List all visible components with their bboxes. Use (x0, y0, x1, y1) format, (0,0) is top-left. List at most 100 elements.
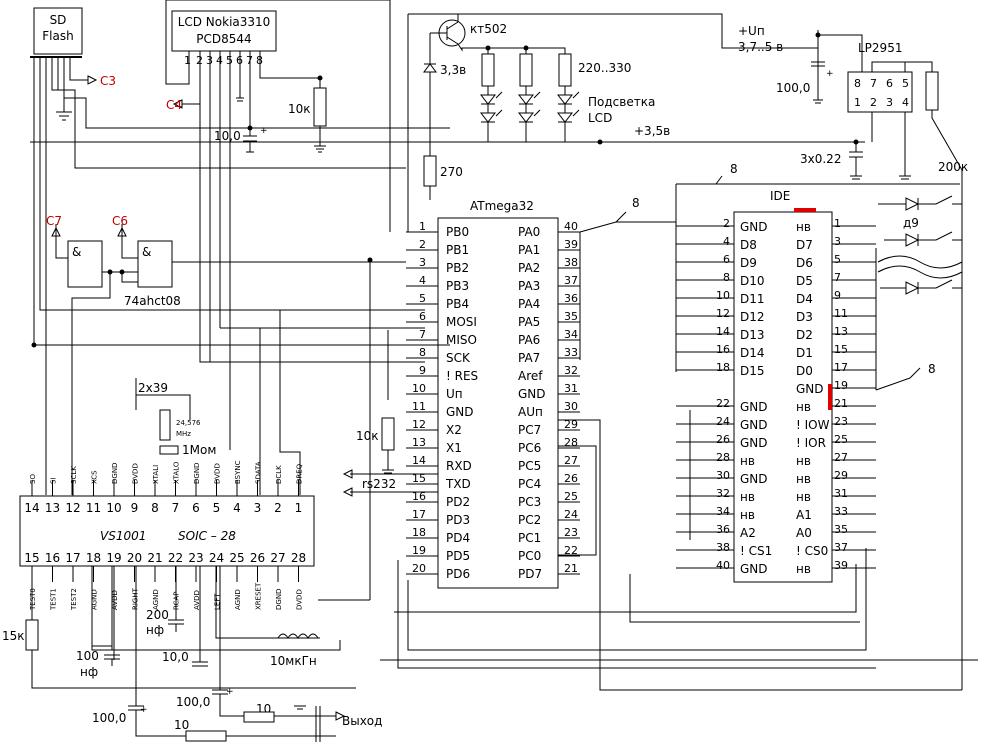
zener-label: 3,3в (440, 63, 466, 77)
r10k-a-label: 10к (356, 429, 379, 443)
regulator-label: LP2951 (858, 41, 902, 55)
transistor-label: кт502 (470, 22, 507, 36)
atmega-pin-number: 39 (564, 238, 578, 251)
ide-pin-number: 10 (716, 289, 730, 302)
atmega-pin-signal: PB1 (446, 243, 469, 257)
ide-pin-number: 17 (834, 361, 848, 374)
vs-pin-signal: DVDD (214, 463, 222, 484)
ide-pin-number: 1 (834, 217, 841, 230)
atmega-pin-number: 9 (419, 364, 426, 377)
ide-pin-signal: нв (796, 562, 811, 576)
vs-pin-number: 14 (24, 501, 39, 515)
atmega-pin-number: 1 (419, 220, 426, 233)
ide-pin-number: 21 (834, 397, 848, 410)
lcd-title: LCD Nokia3310 (178, 15, 271, 29)
atmega-pin-signal: PA5 (518, 315, 540, 329)
atmega-pin-signal: GND (518, 387, 546, 401)
ide-pin-number: 8 (723, 271, 730, 284)
atmega-pin-signal: PC7 (518, 423, 541, 437)
vs-pin-number: 1 (295, 501, 303, 515)
atmega-pin-number: 13 (412, 436, 426, 449)
vs-pin-signal: BSYNC (234, 460, 242, 484)
atmega-pin-signal: PD2 (446, 495, 470, 509)
label-c3: C3 (100, 74, 116, 88)
output-stage: 15к 100 нф 200 нф 10,0 10мкГн 100,0 100,… (2, 566, 382, 742)
r1m-label: 1Мом (182, 443, 216, 457)
atmega-pin-signal: PB4 (446, 297, 469, 311)
ide-pin-signal: D11 (740, 292, 765, 306)
bus-label-c: 8 (928, 362, 936, 376)
vs-pin-number: 23 (188, 551, 203, 565)
reg-pin-3: 3 (886, 96, 893, 109)
vs-pin-signal: DVDD (296, 589, 304, 610)
ide-pin-signal: D5 (796, 274, 813, 288)
r270-label: 270 (440, 165, 463, 179)
vs-pin-number: 18 (86, 551, 101, 565)
vs-pin-number: 10 (106, 501, 121, 515)
rs232-label: rs232 (362, 477, 396, 491)
vs-pin-number: 8 (151, 501, 159, 515)
data-bus: 8 8 8 д9 (558, 162, 963, 391)
atmega-pin-number: 24 (564, 508, 578, 521)
atmega-pin-number: 37 (564, 274, 578, 287)
r200k-label: 200к (938, 160, 968, 174)
atmega-pin-signal: RXD (446, 459, 472, 473)
vs-pin-signal: AGND (152, 589, 160, 610)
ide-pin-number: 3 (834, 235, 841, 248)
atmega-pin-number: 22 (564, 544, 578, 557)
ide-pin-number: 25 (834, 433, 848, 446)
lcd-pin-1: 1 (184, 54, 191, 67)
vs-package: SOIC – 28 (178, 529, 236, 543)
atmega-pin-signal: PC0 (518, 549, 541, 563)
atmega-pin-number: 6 (419, 310, 426, 323)
ide-pin-signal: ! IOR (796, 436, 826, 450)
ide-pin-number: 26 (716, 433, 730, 446)
r15k-label: 15к (2, 629, 25, 643)
atmega-pin-signal: SCK (446, 351, 471, 365)
vs-pin-number: 22 (168, 551, 183, 565)
led-resistor-label: 220..330 (578, 61, 631, 75)
vs-pin-signal: AGND (91, 589, 99, 610)
ide-pin-number: 30 (716, 469, 730, 482)
vs-pin-signal: DGND (111, 463, 119, 484)
out-cap-2: 100,0 (92, 711, 126, 725)
atmega-pin-number: 29 (564, 418, 578, 431)
ide-pin-number: 13 (834, 325, 848, 338)
ide-pin-number: 36 (716, 523, 730, 536)
ide-pin-number: 22 (716, 397, 730, 410)
atmega-pin-number: 31 (564, 382, 578, 395)
atmega-pin-number: 32 (564, 364, 578, 377)
atmega-pin-signal: PA4 (518, 297, 540, 311)
ide-pin-signal: D6 (796, 256, 813, 270)
atmega-pin-signal: PB2 (446, 261, 469, 275)
ide-pin-number: 34 (716, 505, 730, 518)
vs-pin-signal: TEST2 (70, 588, 78, 611)
vs-pin-signal: DCLK (275, 465, 283, 484)
atmega-pin-number: 19 (412, 544, 426, 557)
ide-pin-number: 39 (834, 559, 848, 572)
ide-pin-number: 5 (834, 253, 841, 266)
crystal: 2х39 24,576 MHz 1Мом (135, 378, 216, 457)
vs-pin-signal: TEST1 (50, 588, 58, 611)
atmega-pin-number: 38 (564, 256, 578, 269)
bus-label-b: 8 (730, 162, 738, 176)
bus-label-a: 8 (632, 196, 640, 210)
reg-pin-1: 1 (854, 96, 861, 109)
reg-pin-5: 5 (902, 77, 909, 90)
vs-pin-number: 12 (65, 501, 80, 515)
atmega-title: ATmega32 (470, 199, 534, 213)
vin-label-2: 3,7..5 в (738, 40, 783, 54)
ide-pin-signal: нв (796, 490, 811, 504)
ide-pin-number: 27 (834, 451, 848, 464)
atmega-pin-number: 5 (419, 292, 426, 305)
atmega-pin-number: 10 (412, 382, 426, 395)
vs-pin-signal: LEFT (214, 593, 222, 610)
cap-3x-label: 3х0.22 (800, 152, 841, 166)
atmega-pin-number: 36 (564, 292, 578, 305)
ide-pin-signal: нв (796, 400, 811, 414)
vs-pin-signal: DVDD (132, 463, 140, 484)
gate1-symbol: & (72, 245, 81, 259)
ide-pin-number: 15 (834, 343, 848, 356)
atmega-pin-signal: PA2 (518, 261, 540, 275)
atmega-pin-number: 18 (412, 526, 426, 539)
